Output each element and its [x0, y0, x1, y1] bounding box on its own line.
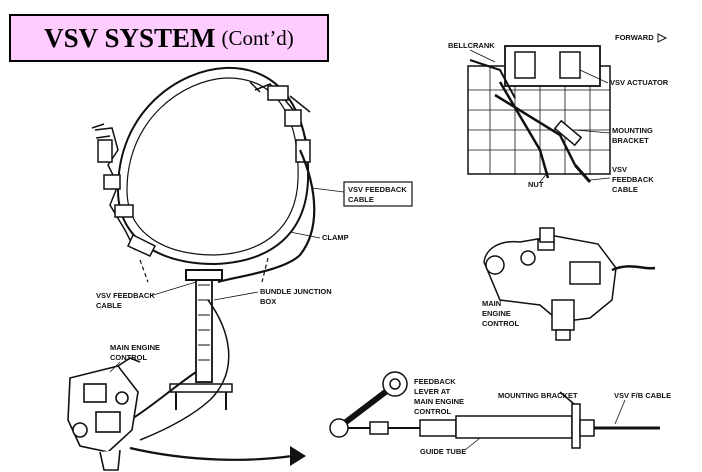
label-feedback-lever-3: MAIN ENGINE: [414, 397, 464, 406]
main-engine-control-right: [483, 227, 656, 341]
label-clamp: CLAMP: [322, 233, 349, 242]
forward-arrow-icon: [657, 33, 668, 43]
detail-arrow: [129, 446, 306, 466]
label-feedback-lever-2: LEVER AT: [414, 387, 451, 396]
label-nut: NUT: [528, 180, 544, 189]
label-vsv-fb-cable: VSV F/B CABLE: [614, 391, 671, 400]
engine-ring-inner: [126, 77, 299, 256]
label-forward: FORWARD: [615, 33, 654, 42]
label-main-engine-control-left-1: MAIN ENGINE: [110, 343, 160, 352]
label-mounting-bracket-top-2: BRACKET: [612, 136, 649, 145]
label-vsv-feedback-cable-top-1: VSV: [612, 165, 627, 174]
label-main-engine-control-right-3: CONTROL: [482, 319, 519, 328]
label-guide-tube: GUIDE TUBE: [420, 447, 466, 456]
guide-tube-detail: [329, 371, 660, 449]
label-vsv-feedback-cable-box-1: VSV FEEDBACK: [348, 185, 407, 194]
label-vsv-feedback-cable-left-2: CABLE: [96, 301, 122, 310]
label-main-engine-control-left-2: CONTROL: [110, 353, 147, 362]
label-vsv-feedback-cable-left-1: VSV FEEDBACK: [96, 291, 155, 300]
vane-linkage-left: [91, 123, 157, 257]
label-bellcrank: BELLCRANK: [448, 41, 495, 50]
diagram-labels: BELLCRANK FORWARD VSV ACTUATOR MOUNTING …: [96, 33, 671, 456]
page-subtitle: (Cont’d): [221, 25, 294, 50]
label-vsv-feedback-cable-top-3: CABLE: [612, 185, 638, 194]
vsv-feedback-cable-box: [343, 181, 413, 207]
main-engine-control-left: [67, 357, 141, 471]
engine-ring-assembly: [91, 66, 316, 441]
label-vsv-feedback-cable-box-2: CABLE: [348, 195, 374, 204]
page-title: VSV SYSTEM: [44, 22, 216, 53]
label-mounting-bracket-bottom: MOUNTING BRACKET: [498, 391, 578, 400]
label-bundle-junction-box-1: BUNDLE JUNCTION: [260, 287, 332, 296]
label-bundle-junction-box-2: BOX: [260, 297, 276, 306]
feedback-cable-lower: [129, 371, 197, 421]
title-box: VSV SYSTEM (Cont’d): [9, 14, 329, 62]
vane-linkage-right: [249, 81, 311, 163]
bundle-junction-tube: [195, 271, 213, 383]
actuator-detail: [467, 45, 611, 183]
guide-tube: [455, 415, 573, 439]
feedback-cable-ring: [217, 149, 316, 284]
label-main-engine-control-right-2: ENGINE: [482, 309, 511, 318]
label-mounting-bracket-top-1: MOUNTING: [612, 126, 653, 135]
mounting-bracket-plate: [571, 403, 581, 449]
label-vsv-actuator: VSV ACTUATOR: [610, 78, 669, 87]
label-feedback-lever-1: FEEDBACK: [414, 377, 456, 386]
label-feedback-lever-4: CONTROL: [414, 407, 451, 416]
label-vsv-feedback-cable-top-2: FEEDBACK: [612, 175, 654, 184]
label-main-engine-control-right-1: MAIN: [482, 299, 501, 308]
